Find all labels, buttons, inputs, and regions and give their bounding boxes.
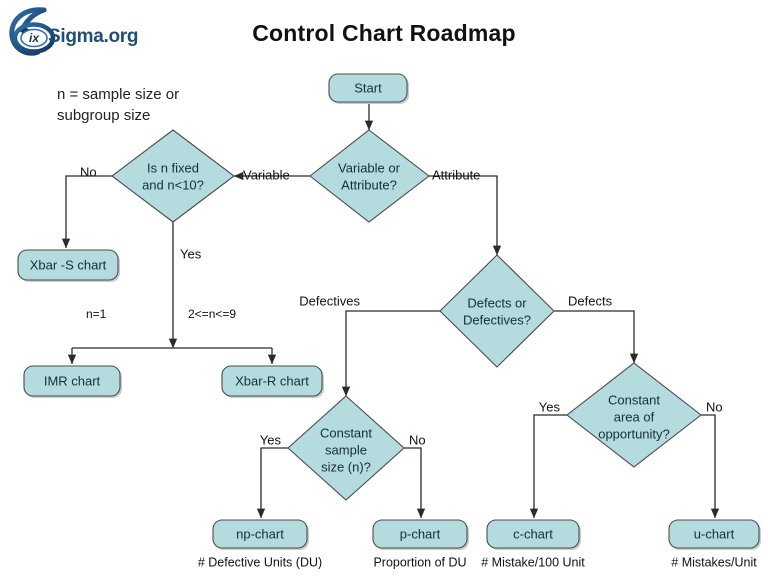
node-variable-or-attribute-label-2: Attribute? <box>341 177 397 192</box>
sample-size-note-line1: n = sample size or <box>57 86 179 103</box>
edge-label-attribute: Attribute <box>432 167 480 182</box>
edge-label-n-equals-1: n=1 <box>86 307 107 321</box>
node-u-chart-label: u-chart <box>694 526 735 541</box>
node-np-chart[interactable]: np-chart # Defective Units (DU) <box>198 519 322 569</box>
edge-label-yes-constant-sample: Yes <box>260 432 282 447</box>
node-constant-area-of-opportunity[interactable]: Constant area of opportunity? <box>566 362 702 468</box>
node-c-chart-caption: # Mistake/100 Unit <box>481 555 585 569</box>
node-constant-area-label-2: area of <box>614 409 655 424</box>
node-p-chart-caption: Proportion of DU <box>373 555 466 569</box>
node-variable-or-attribute-label-1: Variable or <box>338 160 401 175</box>
node-is-n-fixed-label-1: Is n fixed <box>147 160 199 175</box>
edge-no-to-xbar-s <box>61 175 112 249</box>
isixsigma-logo-icon: ix <box>9 7 56 56</box>
node-constant-area-label-3: opportunity? <box>598 426 670 441</box>
node-defects-or-defectives-label-2: Defectives? <box>463 312 531 327</box>
edge-label-defects: Defects <box>568 293 613 308</box>
sample-size-note-line2: subgroup size <box>57 107 150 124</box>
node-np-chart-caption: # Defective Units (DU) <box>198 555 322 569</box>
edge-label-no-n-fixed: No <box>80 164 97 179</box>
node-is-n-fixed[interactable]: Is n fixed and n<10? <box>111 129 235 223</box>
edge-label-yes-n-fixed: Yes <box>180 246 202 261</box>
edge-label-no-constant-area: No <box>706 399 723 414</box>
edge-yes-to-c-chart <box>529 414 567 519</box>
node-xbar-s-chart-label: Xbar -S chart <box>30 257 107 272</box>
node-xbar-r-chart[interactable]: Xbar-R chart <box>221 365 324 398</box>
node-imr-chart-label: IMR chart <box>44 373 101 388</box>
node-variable-or-attribute[interactable]: Variable or Attribute? <box>309 129 430 223</box>
node-np-chart-label: np-chart <box>236 526 284 541</box>
node-defects-or-defectives[interactable]: Defects or Defectives? <box>439 254 555 368</box>
node-c-chart-label: c-chart <box>513 526 553 541</box>
edge-label-no-constant-sample: No <box>409 432 426 447</box>
edge-label-defectives: Defectives <box>299 293 360 308</box>
node-is-n-fixed-label-2: and n<10? <box>142 177 204 192</box>
edge-label-variable: Variable <box>243 167 290 182</box>
edge-defectives-to-constant-sample-size <box>341 310 440 397</box>
logo-wordmark: Sigma.org <box>48 26 139 47</box>
node-p-chart-label: p-chart <box>400 526 441 541</box>
node-constant-area-label-1: Constant <box>608 392 660 407</box>
node-u-chart[interactable]: u-chart # Mistakes/Unit <box>668 519 761 569</box>
edge-yes-to-np-chart <box>256 447 288 519</box>
node-constant-sample-size-label-1: Constant <box>320 425 372 440</box>
edge-label-n-range: 2<=n<=9 <box>188 307 236 321</box>
node-constant-sample-size[interactable]: Constant sample size (n)? <box>287 395 405 501</box>
isixsigma-logo: ix Sigma.org <box>4 4 148 58</box>
node-defects-or-defectives-label-1: Defects or <box>467 295 527 310</box>
page-title: Control Chart Roadmap <box>252 20 516 46</box>
edge-label-yes-constant-area: Yes <box>539 399 561 414</box>
node-constant-sample-size-label-2: sample <box>325 442 367 457</box>
svg-text:ix: ix <box>29 31 40 45</box>
node-imr-chart[interactable]: IMR chart <box>23 365 122 398</box>
edge-attribute-to-defects-defectives <box>429 175 502 256</box>
node-xbar-s-chart[interactable]: Xbar -S chart <box>17 249 120 282</box>
node-constant-sample-size-label-3: size (n)? <box>321 459 371 474</box>
edge-no-to-u-chart <box>701 414 720 519</box>
node-u-chart-caption: # Mistakes/Unit <box>671 555 757 569</box>
edge-defects-to-constant-area <box>554 310 639 364</box>
node-p-chart[interactable]: p-chart Proportion of DU <box>372 519 469 569</box>
node-start-label: Start <box>354 80 382 95</box>
node-xbar-r-chart-label: Xbar-R chart <box>235 373 309 388</box>
node-start[interactable]: Start <box>328 73 409 104</box>
edge-no-to-p-chart <box>404 447 426 519</box>
node-c-chart[interactable]: c-chart # Mistake/100 Unit <box>481 519 585 569</box>
